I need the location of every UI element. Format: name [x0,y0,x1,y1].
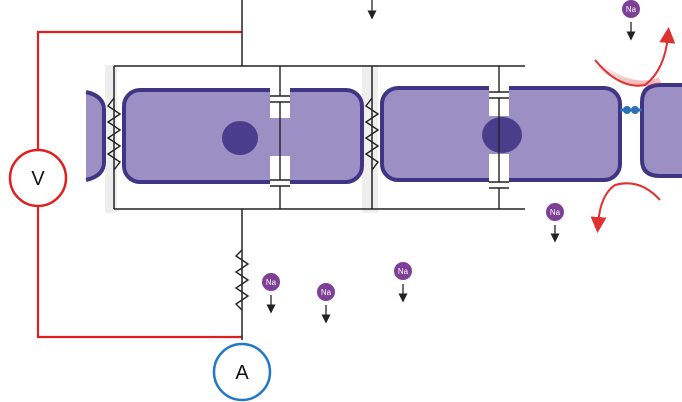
svg-text:Na: Na [266,278,277,287]
epithelial-cells [85,83,682,184]
svg-text:Na: Na [321,288,332,297]
chamber-frame [105,0,525,340]
tight-junctions [270,66,509,209]
ammeter-label: A [235,362,249,384]
svg-text:Na: Na [626,5,637,14]
voltmeter: V [8,148,68,208]
na-ion-badge: Na [546,203,564,243]
cell-left-partial [85,90,106,182]
gap-junction [620,106,642,114]
cell-right-partial [640,83,682,178]
cell-2-nucleus [482,117,522,153]
leak-arrows [590,27,676,233]
resistor-zigzags [106,97,380,311]
svg-text:Na: Na [398,267,409,276]
voltmeter-label: V [31,168,45,190]
na-ion-badge: Na [394,262,412,303]
circuit-wires [36,30,242,339]
na-ion-badge: Na [317,283,335,324]
cell-1-nucleus [222,121,258,155]
ammeter: A [212,342,272,402]
na-ion-badge: Na [622,0,640,41]
svg-text:Na: Na [550,208,561,217]
na-ion-badge: Na [262,273,280,314]
sodium-ions: Na Na Na Na Na [262,0,640,324]
